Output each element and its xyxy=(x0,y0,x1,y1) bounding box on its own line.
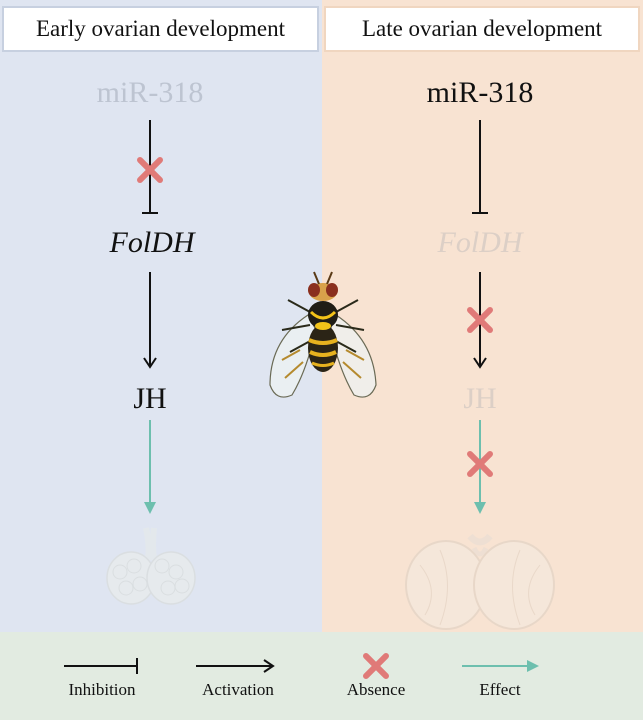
late-absence-cross-icon-1 xyxy=(467,307,493,333)
legend-absence-label: Absence xyxy=(346,680,406,699)
early-ovary-icon xyxy=(106,527,196,605)
early-gene-label: FolDH xyxy=(109,226,195,259)
early-absence-cross-icon xyxy=(137,157,163,183)
legend-absence-cross-icon xyxy=(363,653,389,679)
legend-effect-label: Effect xyxy=(479,680,521,699)
legend-activation-label: Activation xyxy=(202,680,274,699)
fruit-fly-icon xyxy=(269,271,377,398)
late-inhibition-line xyxy=(472,120,488,214)
late-hormone-label: JH xyxy=(463,382,497,415)
legend-inhibition-icon xyxy=(64,658,138,674)
early-title: Early ovarian development xyxy=(2,6,319,52)
early-hormone-label: JH xyxy=(133,382,167,415)
late-ovary-icon xyxy=(405,533,555,630)
legend xyxy=(0,632,643,720)
late-gene-label: FolDH xyxy=(437,226,523,259)
early-panel xyxy=(0,0,322,632)
early-mirna-label: miR-318 xyxy=(96,76,204,109)
late-absence-cross-icon-2 xyxy=(467,451,493,477)
late-mirna-label: miR-318 xyxy=(426,76,534,109)
legend-inhibition-label: Inhibition xyxy=(68,680,136,699)
late-title: Late ovarian development xyxy=(324,6,640,52)
